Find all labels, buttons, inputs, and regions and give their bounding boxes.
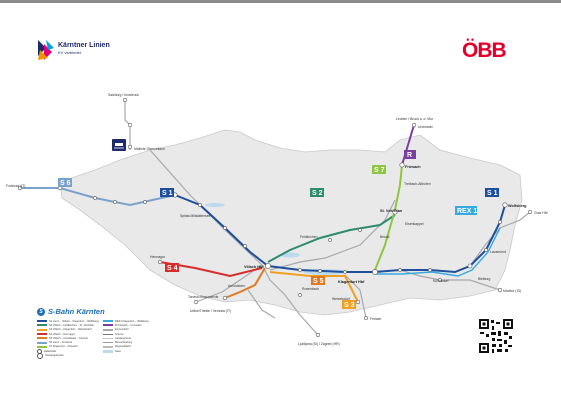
station-labels: Salzburg / Innsbruck Mallnitz-Obervellac… <box>6 93 548 346</box>
qr-code-icon <box>478 318 514 354</box>
label-unzmarkt: Unzmarkt <box>418 125 433 129</box>
legend-item: Umsteigeknoten <box>37 352 99 359</box>
svg-text:S 5: S 5 <box>313 278 324 285</box>
logo-subtitle: KV verbindet <box>58 50 81 55</box>
legend-item: S4 Villach – Hermagor <box>37 332 99 336</box>
legend-item: S2 Villach – Feldkirchen – St. Veit/Glan <box>37 323 99 327</box>
legend-item: S1 Lienz – Villach – Klagenfurt – Wolfsb… <box>37 319 99 323</box>
legend-item: Regionalbahn <box>103 345 165 349</box>
line-s5 <box>224 267 266 299</box>
label-fortezza: Fortezza (IT) <box>6 184 25 188</box>
legend-item: R Friesach – Unzmarkt <box>103 323 165 327</box>
label-tarvisio: Tarvisio Boscoverde <box>188 295 218 299</box>
label-ljubljana: Ljubljana (SI) / Zagreb (HR) <box>298 342 340 346</box>
badge-s7: S 7 <box>372 165 386 174</box>
badge-s4: S 4 <box>165 263 179 272</box>
logo-title: Kärntner Linien <box>58 42 110 49</box>
legend-title: S-Bahn Kärnten <box>48 307 105 316</box>
label-rosenbach: Rosenbach <box>302 287 319 291</box>
label-bleiburg: Bleiburg <box>478 277 491 281</box>
label-weizelsdorf: Weizelsdorf <box>332 297 350 301</box>
s-bahn-icon: S <box>37 307 45 316</box>
badge-r: R <box>404 150 416 159</box>
line-s3 <box>269 271 359 303</box>
legend-item: S7 Klagenfurt – Friesach <box>37 345 99 349</box>
badge-s2: S 2 <box>310 188 324 197</box>
label-wolfsberg: Wolfsberg <box>508 204 527 208</box>
svg-text:REX 1: REX 1 <box>457 208 477 215</box>
kaerntner-linien-logo: Kärntner Linien KV verbindet <box>36 38 110 67</box>
label-ferlach: Ferlach <box>370 317 381 321</box>
svg-text:R: R <box>407 152 412 159</box>
label-treibach: Treibach-Althofen <box>404 182 431 186</box>
label-arnoldstein: Arnoldstein <box>228 284 245 288</box>
legend-item: Grenze <box>103 332 165 336</box>
label-lavamuend: Lavamünd <box>490 250 506 254</box>
label-hermagor: Hermagor <box>150 255 166 259</box>
legend-item: REX1 Klagenfurt – Wolfsberg <box>103 319 165 323</box>
line-rex <box>375 227 501 277</box>
label-maribor: Maribor (SI) <box>503 289 521 293</box>
label-stveit: St. Veit/Glan <box>380 209 403 213</box>
svg-text:S 1: S 1 <box>487 190 498 197</box>
label-feldkirchen: Feldkirchen <box>300 235 318 239</box>
label-brueckl: Brückl <box>380 235 390 239</box>
svg-text:S 1: S 1 <box>162 190 173 197</box>
label-kuehnsdorf: Kühnsdorf <box>433 279 449 283</box>
label-salzburg: Salzburg / Innsbruck <box>108 93 139 97</box>
legend-item: Busverbindung <box>103 340 165 344</box>
legend-item: S5 Villach – Arnoldstein – Tarvisio <box>37 336 99 340</box>
svg-text:S 2: S 2 <box>312 190 323 197</box>
lake-millstaetter-see <box>205 203 225 207</box>
label-graz: Graz Hbf <box>534 211 548 215</box>
legend-col-left: S1 Lienz – Villach – Klagenfurt – Wolfsb… <box>37 319 99 359</box>
legend-col-right: REX1 Klagenfurt – Wolfsberg R Friesach –… <box>103 319 165 358</box>
region-carinthia <box>59 129 523 316</box>
badge-rex: REX 1 <box>455 206 477 215</box>
badge-s1-west: S 1 <box>160 188 174 197</box>
svg-text:S 6: S 6 <box>60 180 71 187</box>
label-klagenfurt: Klagenfurt Hbf <box>338 280 365 284</box>
legend: S S-Bahn Kärnten S1 Lienz – Villach – Kl… <box>37 307 167 359</box>
label-leoben: Leoben / Bruck a. d. Mur <box>396 117 434 121</box>
top-border <box>0 0 561 3</box>
badge-s3: S 3 <box>342 300 356 309</box>
label-spittal: Spittal-Millstättersee <box>180 214 211 218</box>
badge-s1-east: S 1 <box>485 188 499 197</box>
oebb-logo: ÖBB <box>462 39 507 62</box>
station-markers <box>17 97 533 338</box>
kaerntner-linien-logo-icon <box>38 40 54 60</box>
car-train-icon <box>112 139 126 151</box>
label-udine: Udine/Trieste / Venezia (IT) <box>190 309 231 313</box>
legend-title-row: S S-Bahn Kärnten <box>37 307 167 316</box>
label-friesach: Friesach <box>405 165 421 169</box>
legend-item: S3 Villach – Klagenfurt – Weizelsdorf <box>37 328 99 332</box>
badge-s6: S 6 <box>58 178 72 187</box>
legend-item: Seen <box>103 349 165 353</box>
label-eisenkappel: Eisenkappel <box>405 222 424 226</box>
label-villach: Villach Hbf <box>244 265 264 269</box>
svg-text:S 7: S 7 <box>374 167 385 174</box>
label-mallnitz: Mallnitz-Obervellach <box>134 147 165 151</box>
svg-text:S 4: S 4 <box>167 265 178 272</box>
legend-item: Landesgrenze <box>103 336 165 340</box>
line-s2 <box>267 214 396 263</box>
badge-s5: S 5 <box>311 276 325 285</box>
svg-text:S 3: S 3 <box>344 302 355 309</box>
legend-item: Fernverkehr <box>103 328 165 332</box>
legend-item: S6 Lienz – Fortezza <box>37 340 99 344</box>
